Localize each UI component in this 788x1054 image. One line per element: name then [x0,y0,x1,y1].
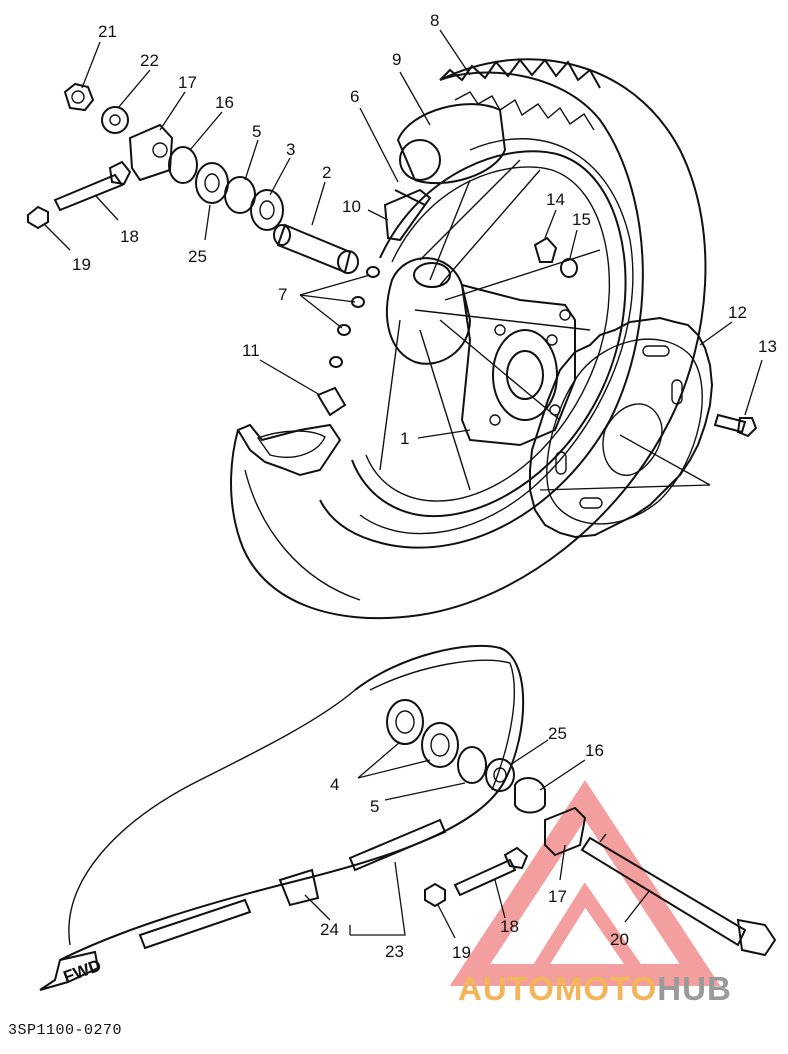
lower-hardware [386,699,587,908]
callout-25-top: 25 [188,247,207,266]
callout-19-top: 19 [72,255,91,274]
callout-9: 9 [392,50,401,69]
rim-lock-assembly [383,103,507,242]
callout-19-bottom: 19 [452,943,471,962]
watermark-text-part1: AUTOMOTO [458,970,658,1007]
callout-3: 3 [286,140,295,159]
callout-14: 14 [546,190,565,209]
watermark-text: AUTOMOTOHUB [458,970,732,1008]
callout-21: 21 [98,22,117,41]
callout-18-bottom: 18 [500,917,519,936]
callout-24: 24 [320,920,339,939]
spoke-nipples [316,266,380,417]
callout-18-top: 18 [120,227,139,246]
callout-10: 10 [342,197,361,216]
callout-13: 13 [758,337,777,356]
callout-12: 12 [728,303,747,322]
callout-16-bottom: 16 [585,741,604,760]
callout-7: 7 [278,285,287,304]
diagram-code: 3SP1100-0270 [8,1022,123,1039]
callout-8: 8 [430,11,439,30]
callout-11: 11 [242,341,260,360]
watermark-text-part2: HUB [657,970,732,1007]
callout-numbers: 21 22 17 16 5 3 2 6 9 8 10 18 19 25 7 11… [72,11,777,962]
callout-20: 20 [610,930,629,949]
leader-lines [44,29,763,939]
axle-collar-2 [273,223,359,274]
rear-tire [230,58,707,620]
rear-sprocket [529,316,714,539]
top-hardware [27,82,758,438]
callout-16-top: 16 [215,93,234,112]
callout-6: 6 [350,87,359,106]
watermark-logo [449,779,721,986]
callout-1: 1 [400,429,409,448]
wheel-rim [351,150,627,518]
callout-15: 15 [572,210,591,229]
callout-2: 2 [322,163,331,182]
callout-17-top: 17 [178,73,197,92]
rear-axle [580,833,777,957]
callout-22: 22 [140,51,159,70]
callout-5-bottom: 5 [370,797,379,816]
callout-4: 4 [330,775,339,794]
callout-17-bottom: 17 [548,887,567,906]
rear-hub [385,257,576,447]
callout-5-top: 5 [252,122,261,141]
fwd-label: FWD [61,956,104,987]
callout-25-bottom: 25 [548,724,567,743]
drive-chain: FWD [39,644,525,991]
callout-23: 23 [385,942,404,961]
